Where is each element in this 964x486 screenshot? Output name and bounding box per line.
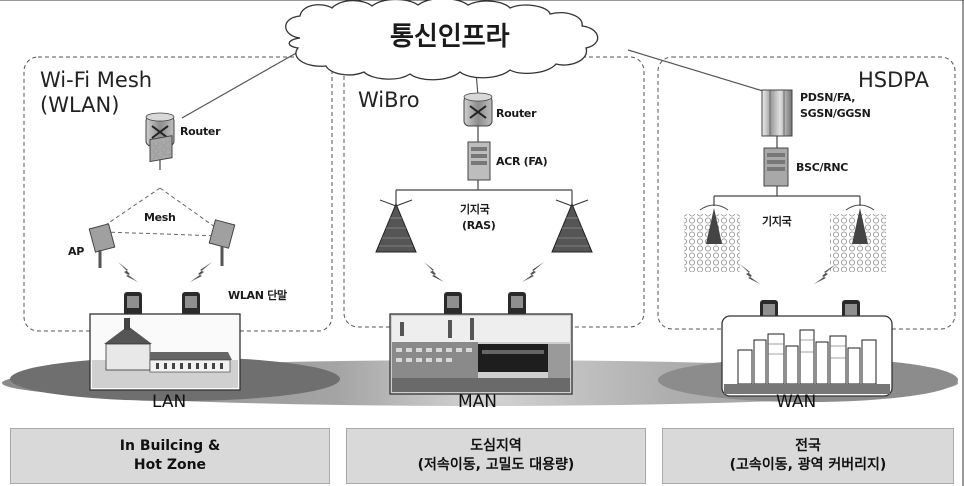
cloud-icon [285,0,599,81]
man-box-line2: (저속이동, 고밀도 대용량) [417,457,575,473]
man-box-line1: 도심지역 [470,438,522,455]
wan-box-line1: 전국 [795,438,821,455]
wibro-terminal-icons [444,292,526,316]
bsc-rnc-label: BSC/RNC [796,161,849,174]
lan-box-line1: In Builcing & [119,438,221,455]
wibro-wireless-icons [424,262,544,282]
mesh-ap-icon-top [149,135,173,163]
city-skyline-icon [389,313,573,395]
church-building-icon [89,313,241,391]
cell-tower-icon-left [684,204,740,272]
wlan-wireless-icons [118,262,212,282]
acr-server-icon [467,141,491,181]
hsdpa-section-title: HSDPA [858,68,929,92]
metropolis-icon [721,315,893,397]
wan-label: WAN [776,392,817,412]
tower-icon-right [551,199,593,253]
mesh-label: Mesh [144,211,176,224]
wibro-ras-label: (RAS) [462,219,496,232]
wibro-links [395,180,573,204]
wibro-router-icon [463,92,493,127]
cell-tower-icon-right [830,204,886,272]
lan-description-box: In Builcing & Hot Zone [10,428,330,484]
wlan-section-subtitle: (WLAN) [40,93,120,117]
man-description-box: 도심지역 (저속이동, 고밀도 대용량) [346,428,646,484]
tower-icon-left [375,199,417,253]
ap-icon-right [208,219,236,266]
wibro-base-station-label: 기지국 [460,203,490,216]
infrastructure-title: 통신인프라 [390,22,510,52]
wibro-router-label: Router [496,107,537,120]
wlan-section-title: Wi-Fi Mesh [40,68,153,92]
acr-label: ACR (FA) [496,155,548,168]
wlan-terminal-icons [124,292,200,316]
wlan-terminal-label: WLAN 단말 [228,289,287,302]
wan-box-line2: (고속이동, 광역 커버리지) [729,457,887,473]
pdsn-server-icon [761,89,793,137]
mesh-links [103,187,223,237]
wan-description-box: 전국 (고속이동, 광역 커버리지) [662,428,954,484]
hsdpa-links [713,186,861,206]
sgsn-label: SGSN/GGSN [800,107,871,120]
wlan-router-label: Router [180,125,221,138]
lan-box-line2: Hot Zone [133,457,207,473]
bsc-rnc-icon [763,147,789,187]
wibro-section-title: WiBro [358,88,420,112]
man-label: MAN [458,392,498,412]
ap-label: AP [68,245,84,258]
lan-label: LAN [152,392,187,412]
panel-hsdpa [657,56,956,330]
hsdpa-base-station-label: 기지국 [762,215,792,228]
pdsn-label: PDSN/FA, [800,91,856,104]
hsdpa-wireless-icons [740,264,836,284]
ap-icon-left [88,223,116,268]
